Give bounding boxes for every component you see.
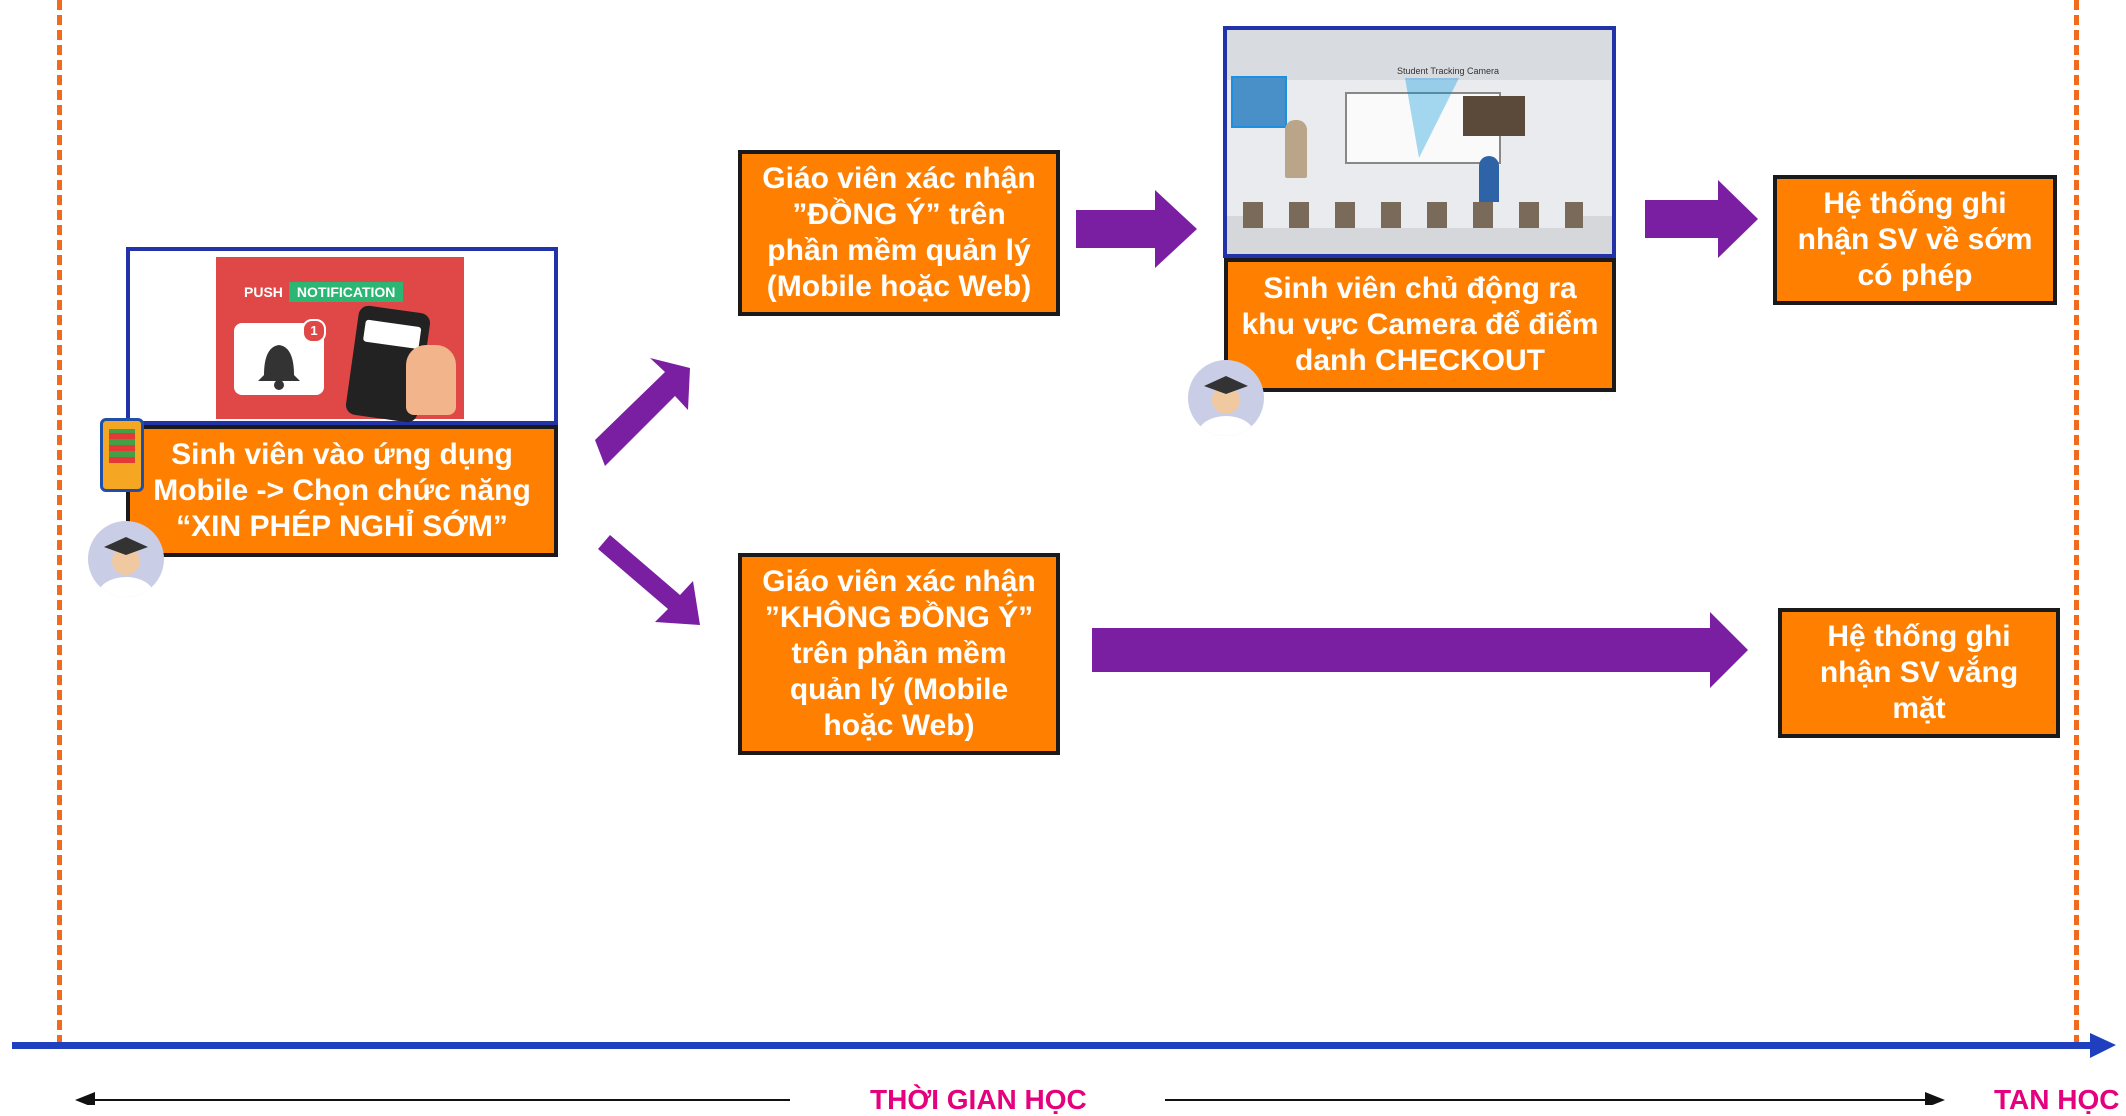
class-time-label: THỜI GIAN HỌC: [870, 1084, 1087, 1115]
camera-label: Student Tracking Camera: [1397, 66, 1500, 76]
phone-message-card: [362, 319, 422, 350]
push-label: PUSH: [244, 284, 283, 300]
arrow-checkout-to-early: [1645, 180, 1758, 258]
mobile-app-icon: [100, 418, 144, 492]
arrow-request-to-reject: [598, 535, 700, 625]
result-absent: Hệ thống ghi nhận SV vắng mặt: [1778, 608, 2060, 738]
students-seated: [1243, 202, 1583, 228]
bell-icon: [258, 345, 300, 390]
step-teacher-reject: Giáo viên xác nhận ”KHÔNG ĐỒNG Ý” trên p…: [738, 553, 1060, 755]
arrow-approve-to-checkout: [1076, 190, 1197, 268]
notification-label: NOTIFICATION: [288, 282, 404, 302]
timeline-axis: [12, 1042, 2097, 1049]
class-end-boundary: [2074, 0, 2079, 1045]
notification-badge: 1: [302, 319, 326, 343]
student-avatar-1: [88, 521, 164, 597]
video-screen-right: [1463, 96, 1525, 136]
graduate-icon: [98, 537, 154, 597]
step-teacher-approve: Giáo viên xác nhận ”ĐỒNG Ý” trên phần mề…: [738, 150, 1060, 316]
classroom-image-frame: Student Tracking Camera: [1223, 26, 1616, 258]
camera-beam: [1405, 78, 1459, 158]
class-end-label: TAN HỌC: [1994, 1084, 2120, 1115]
timeline-arrowhead: [2090, 1033, 2116, 1058]
result-early-leave: Hệ thống ghi nhận SV về sớm có phép: [1773, 175, 2057, 305]
hand-shape: [406, 345, 456, 415]
notification-image-frame: PUSH NOTIFICATION 1: [126, 247, 558, 425]
step-checkout-camera: Sinh viên chủ động ra khu vực Camera để …: [1224, 258, 1616, 392]
class-start-boundary: [57, 0, 62, 1045]
arrow-request-to-approve: [595, 358, 690, 466]
step-request-leave: Sinh viên vào ứng dụng Mobile -> Chọn ch…: [126, 425, 558, 557]
student-avatar-2: [1188, 360, 1264, 436]
graduate-icon: [1198, 376, 1254, 436]
classroom-ceiling: [1227, 30, 1612, 80]
teacher-figure: [1285, 120, 1307, 178]
push-label-bar: PUSH NOTIFICATION: [244, 281, 404, 303]
app-grid: [109, 429, 135, 463]
bell-bubble: 1: [234, 319, 326, 395]
arrow-reject-to-absent: [1092, 612, 1748, 688]
video-screen-left: [1231, 76, 1287, 128]
notification-illustration: PUSH NOTIFICATION 1: [216, 257, 464, 424]
